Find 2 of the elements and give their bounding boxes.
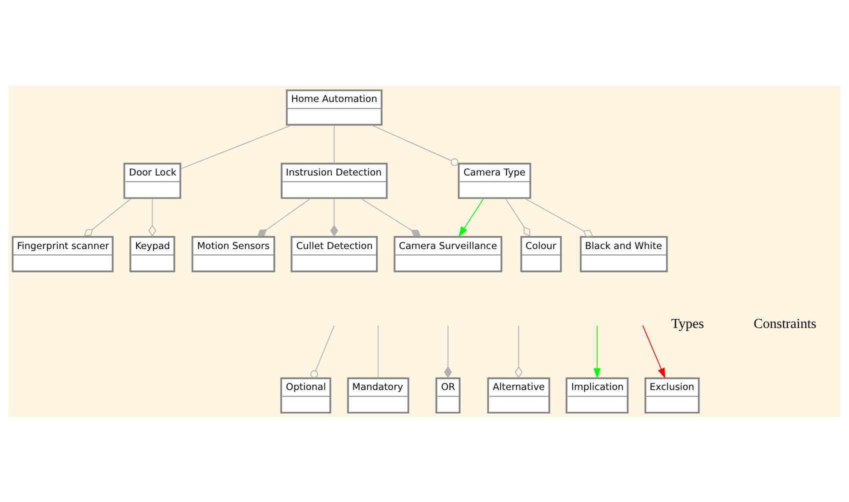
label: Types — [671, 316, 704, 331]
label: Constraints — [754, 316, 816, 331]
